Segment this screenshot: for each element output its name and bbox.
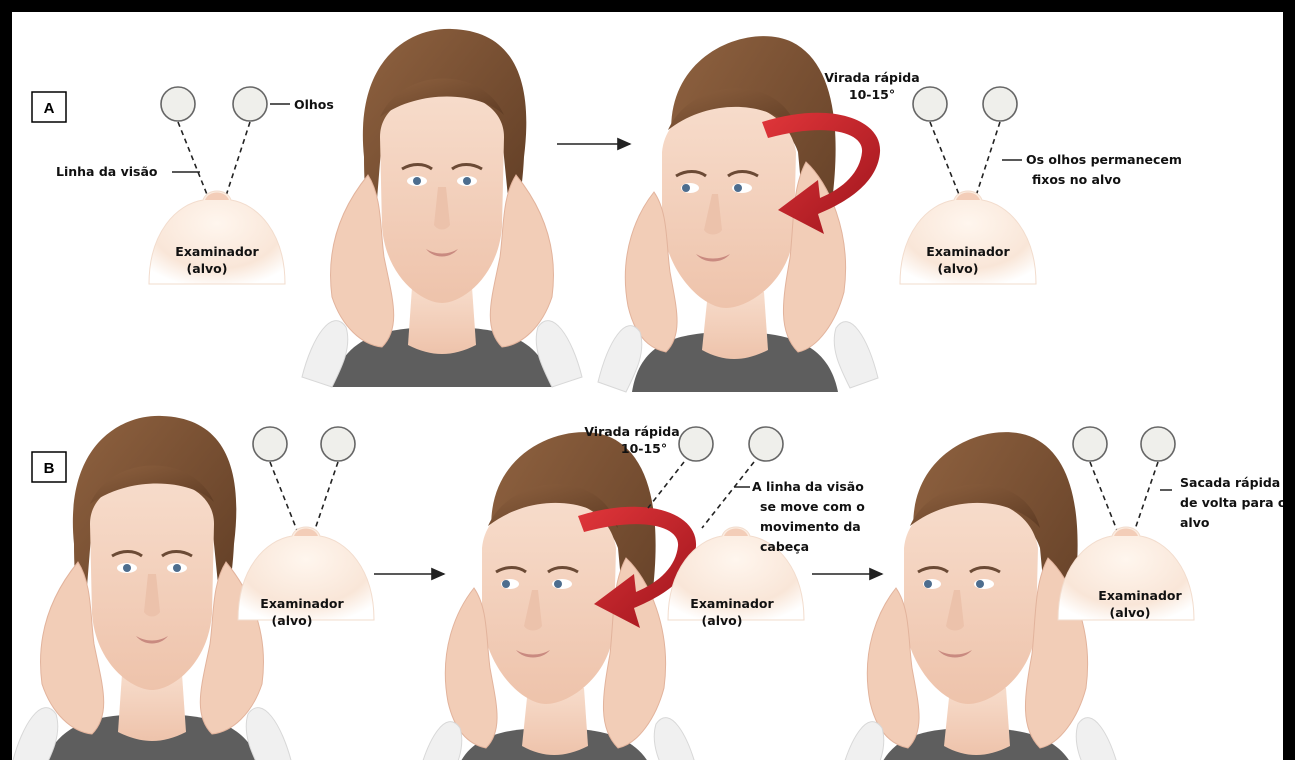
eye-circle-left — [913, 87, 947, 121]
eye-circle-right — [321, 427, 355, 461]
sight-line — [178, 122, 210, 202]
examiner-eyes-a2 — [913, 87, 1017, 202]
figure-frame: A Examinador(alvo) Olhos Linha da visão … — [12, 12, 1283, 760]
sight-line — [270, 462, 300, 538]
sight-line — [930, 122, 962, 202]
eye-circle-right — [983, 87, 1017, 121]
subject-turned-a — [598, 36, 878, 392]
label-eyes: Olhos — [294, 97, 334, 112]
eye-circle-left — [161, 87, 195, 121]
panel-a: A Examinador(alvo) Olhos Linha da visão … — [32, 29, 1182, 392]
sight-line — [1090, 462, 1120, 538]
panel-b-letter: B — [44, 460, 55, 477]
eye-circle-right — [233, 87, 267, 121]
sight-line — [974, 122, 1000, 202]
examiner-eyes-a1 — [161, 87, 267, 202]
examiner-eyes-b1 — [253, 427, 355, 538]
sight-line — [1132, 462, 1158, 538]
sight-line — [312, 462, 338, 538]
examiner-eyes-b3 — [1073, 427, 1175, 538]
panel-a-letter: A — [44, 100, 55, 117]
label-line-of-sight: Linha da visão — [56, 164, 158, 179]
eye-circle-left — [1073, 427, 1107, 461]
sight-line — [702, 462, 754, 528]
eye-circle-right — [749, 427, 783, 461]
eye-circle-left — [679, 427, 713, 461]
subject-front-a — [302, 29, 582, 387]
eye-circle-right — [1141, 427, 1175, 461]
sight-line — [648, 462, 684, 508]
vestibulo-ocular-diagram: A Examinador(alvo) Olhos Linha da visão … — [12, 12, 1283, 760]
sight-line — [224, 122, 250, 202]
eye-circle-left — [253, 427, 287, 461]
